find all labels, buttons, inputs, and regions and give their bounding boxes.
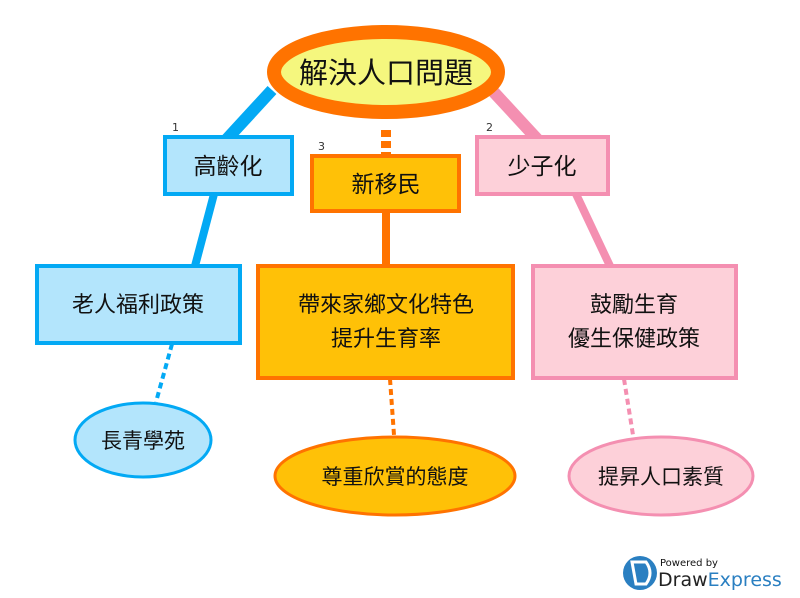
node-policy-line1: 鼓勵生育: [590, 293, 678, 318]
root-label: 解決人口問題: [299, 56, 473, 90]
leaf-senior-academy-label: 長青學苑: [101, 429, 185, 453]
node-lowbirth-label: 少子化: [508, 154, 577, 180]
node-policy-line2: 優生保健政策: [568, 327, 700, 352]
node-aging-label: 高齡化: [194, 154, 263, 180]
node-culture[interactable]: [256, 264, 515, 380]
connector-aging-welfare: [191, 192, 218, 268]
leaf-respect-label: 尊重欣賞的態度: [322, 465, 469, 489]
leaf-quality[interactable]: [567, 435, 755, 517]
node-immigrants-label: 新移民: [352, 172, 421, 198]
brand-draw-text: DrawExpress: [658, 569, 782, 591]
branch-number: 2: [486, 121, 493, 134]
branch-number: 3: [318, 140, 325, 153]
node-immigrants[interactable]: [310, 154, 461, 213]
leaf-quality-label: 提昇人口素質: [598, 465, 724, 489]
leaf-respect[interactable]: [273, 435, 517, 517]
node-lowbirth[interactable]: [475, 135, 610, 196]
node-aging[interactable]: [163, 135, 294, 196]
leaf-senior-academy[interactable]: [73, 401, 213, 479]
connector-root-aging: [221, 85, 277, 145]
drawexpress-logo: Powered by DrawExpress: [623, 556, 782, 591]
node-welfare-label: 老人福利政策: [72, 293, 204, 318]
connector-root-lowbirth: [485, 83, 543, 145]
node-welfare[interactable]: [35, 264, 242, 345]
connector-culture-leaf: [388, 378, 396, 436]
connector-welfare-leaf: [154, 343, 174, 403]
branch-number: 1: [172, 121, 179, 134]
connector-policy-leaf: [622, 378, 635, 436]
powered-by-text: Powered by: [660, 558, 718, 569]
root-node[interactable]: [267, 25, 505, 119]
node-culture-line1: 帶來家鄉文化特色: [298, 293, 474, 318]
connector-lowbirth-policy: [572, 192, 614, 268]
node-policy[interactable]: [531, 264, 738, 380]
node-culture-line2: 提升生育率: [331, 327, 441, 352]
